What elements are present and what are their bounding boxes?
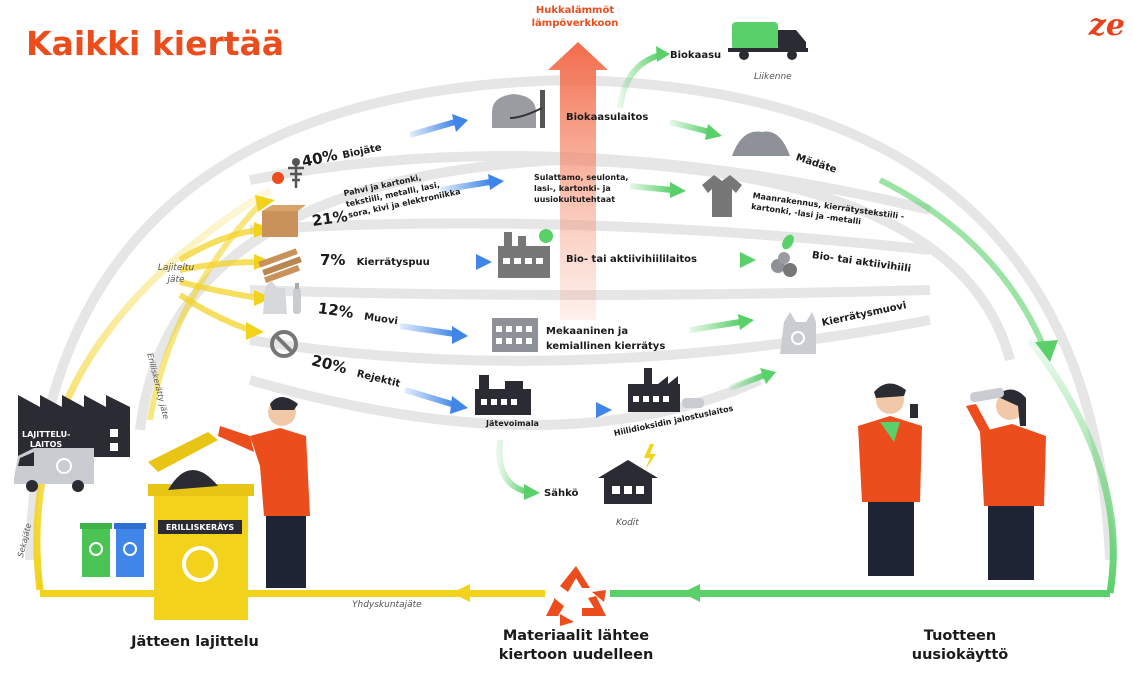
- green-arrows: [496, 46, 776, 500]
- inflow-5: [178, 292, 251, 333]
- yellow-arrowhead-1: [255, 195, 275, 212]
- green-arrowhead-biogas: [656, 46, 670, 62]
- green-main-curve: [878, 177, 1048, 352]
- green-arrowhead-melting: [670, 182, 686, 198]
- municipal-waste-label: Yhdyskuntajäte: [352, 600, 422, 610]
- yellow-arrowhead-5: [246, 322, 264, 340]
- blue-arrow-2: [439, 179, 491, 193]
- bottom-yellow-line: [40, 590, 545, 597]
- traffic-label: Liikenne: [754, 72, 792, 82]
- fraction-pct: 7%: [320, 251, 346, 269]
- green-arrow-mech: [689, 319, 741, 333]
- biowaste-icon: [272, 158, 304, 188]
- waste-power-plant-icon: [475, 375, 531, 415]
- inflow-4: [179, 279, 259, 301]
- page-title: Kaikki kiertää: [26, 24, 285, 63]
- bottom-label-sorting: Jätteen lajittelu: [131, 634, 259, 650]
- fraction-name: Kierrätyspuu: [356, 257, 430, 268]
- green-arrow-melting: [629, 183, 673, 193]
- prohibited-icon: [270, 330, 298, 358]
- bio-plant-label: Bio- tai aktiivihiililaitos: [566, 254, 698, 265]
- yellow-recycling-bin-icon: [148, 432, 254, 620]
- cardboard-box-icon: [262, 205, 306, 237]
- inflow-1: [147, 199, 265, 421]
- green-arrowhead-digestate: [705, 124, 722, 140]
- biogas-plant-label: Biokaasulaitos: [566, 112, 649, 123]
- digestate-pile-icon: [732, 131, 790, 156]
- waste-power-label: Jätevoimala: [486, 419, 539, 428]
- house-icon: [598, 444, 658, 504]
- fraction-wood: 7% Kierrätyspuu: [320, 250, 430, 269]
- electricity-label: Sähkö: [544, 488, 579, 499]
- recycled-plastic-bag-icon: [780, 312, 816, 354]
- inflow-3: [179, 259, 259, 273]
- blue-arrows: [399, 114, 612, 418]
- biogas-label: Biokaasu: [670, 50, 722, 61]
- tshirt-icon: [702, 175, 742, 217]
- carbon-refinery-icon: [628, 368, 704, 412]
- right-green-loop: [1027, 337, 1117, 594]
- bottom-label-reuse: Tuotteen uusiokäyttö: [911, 628, 1009, 663]
- green-arrow-electricity: [496, 439, 529, 495]
- person-phone-icon: [858, 383, 922, 576]
- blue-arrowhead-1: [452, 114, 468, 132]
- blue-arrow-1: [409, 119, 456, 138]
- melting-plant-label: Sulattamo, seulonta, lasi-, kartonki- ja…: [534, 173, 629, 204]
- separate-collection-label: ERILLISKERÄYS: [165, 523, 235, 532]
- blue-arrowhead-5: [450, 396, 468, 414]
- bottom-green-line: [610, 590, 1110, 597]
- green-arrow-carbon: [728, 372, 767, 391]
- yellow-arrowhead-4: [254, 290, 272, 306]
- truck-icon: [728, 22, 808, 60]
- blue-bin-icon: [114, 523, 146, 577]
- mechanical-recycling-icon: [492, 318, 538, 352]
- green-arrowhead-electricity: [524, 484, 540, 500]
- heat-label: Hukkalämmöt lämpöverkkoon: [531, 5, 619, 29]
- bottom-green-arrowhead: [682, 584, 700, 602]
- plastic-bag-bottle-icon: [263, 280, 301, 314]
- brand-logo: ze: [1088, 8, 1125, 43]
- sorting-facility-icon: [18, 395, 130, 457]
- green-arrowhead-carbon: [760, 368, 776, 384]
- bio-carbon-plant-icon: [498, 229, 553, 278]
- person-sorting-icon: [218, 397, 310, 588]
- heat-plume: [548, 42, 608, 320]
- yellow-inflows: [33, 187, 275, 591]
- band-4: [249, 315, 931, 366]
- sorted-waste-label: Lajiteltu jäte: [157, 263, 195, 285]
- green-arrowhead-bioplant: [740, 252, 756, 268]
- wood-planks-icon: [258, 248, 302, 283]
- blue-arrowhead-2: [488, 174, 504, 190]
- blue-arrow-4: [399, 323, 456, 337]
- mech-recycling-label: Mekaaninen ja kemiallinen kierrätys: [546, 326, 666, 352]
- biogas-plant-icon: [492, 90, 545, 128]
- blue-arrowhead-6: [596, 402, 612, 418]
- sorting-facility-label: LAJITTELU- LAITOS: [22, 430, 71, 449]
- green-bin-icon: [80, 523, 112, 577]
- green-main-arrowhead: [1035, 340, 1058, 362]
- blue-arrowhead-3: [476, 254, 492, 270]
- bottom-yellow-arrowhead: [452, 584, 470, 602]
- bottom-label-materials: Materiaalit lähtee kiertoon uudelleen: [498, 628, 654, 663]
- person-drinking-icon: [966, 387, 1046, 580]
- yellow-loop: [33, 187, 272, 591]
- green-arrow-digestate: [669, 119, 711, 135]
- blue-arrowhead-4: [452, 326, 468, 344]
- homes-label: Kodit: [616, 518, 639, 528]
- blue-arrow-5: [404, 387, 456, 408]
- green-arrow-biogas: [617, 52, 661, 109]
- green-arrowhead-mech: [738, 314, 754, 330]
- van-icon: [14, 448, 94, 492]
- bio-carbon-icon: [771, 234, 797, 277]
- inflow-2: [178, 227, 259, 263]
- recycle-symbol-icon: [546, 566, 606, 626]
